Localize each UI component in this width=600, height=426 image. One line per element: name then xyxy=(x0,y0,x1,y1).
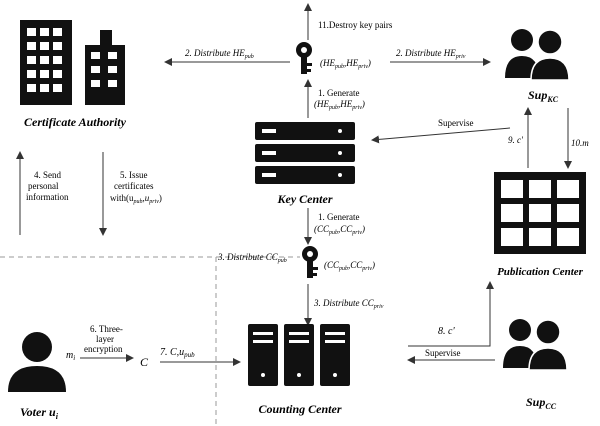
send-c-u-label: 7. C,upub xyxy=(160,347,195,359)
supervise-kc-arrow xyxy=(371,127,511,144)
distribute-cc-pub-label: 3. Distribute CCpub xyxy=(217,252,287,264)
encryption-label-2: layer xyxy=(96,334,114,344)
supervise-kc-label: Supervise xyxy=(438,118,474,128)
encryption-label-1: 6. Three- xyxy=(90,324,123,334)
cc-key-icon xyxy=(302,246,318,278)
sup-kc-people-icon xyxy=(505,29,570,81)
issue-cert-label-2: certificates xyxy=(114,181,154,191)
generate-cc-label-2: (CCpub,CCpriv) xyxy=(314,224,365,236)
encryption-label-3: encryption xyxy=(84,344,123,354)
he-pair-label: (HEpub,HEpriv) xyxy=(320,58,371,70)
send-info-label-3: information xyxy=(26,192,69,202)
c-prime-9-label: 9. c' xyxy=(508,135,524,145)
m-10-label: 10.m xyxy=(571,138,589,148)
distribute-he-pub-label: 2. Distribute HEpub xyxy=(185,48,254,60)
destroy-key-pairs-label: 11.Destroy key pairs xyxy=(318,20,393,30)
he-key-icon xyxy=(296,42,312,74)
supervise-cc-label: Supervise xyxy=(425,348,461,358)
sup-kc-label: SupKC xyxy=(528,88,559,104)
voter-icon xyxy=(8,332,66,392)
generate-cc-label-1: 1. Generate xyxy=(318,212,359,222)
voter-label: Voter ui xyxy=(20,405,59,421)
generate-he-label-2: (HEpub,HEpriv) xyxy=(314,99,365,111)
mi-label: mi xyxy=(66,350,75,362)
cc-pair-label: (CCpub,CCpriv) xyxy=(324,260,375,272)
publication-center-label: Publication Center xyxy=(497,266,584,278)
c-prime-8-label: 8. c' xyxy=(438,326,455,337)
certificate-authority-icon xyxy=(20,20,125,105)
counting-boundary xyxy=(0,256,300,426)
publish-c-prime-8-arrow xyxy=(408,281,494,347)
issue-cert-label-3: with(upub,upriv) xyxy=(110,193,162,205)
publication-center-icon xyxy=(494,172,586,254)
generate-he-label-1: 1. Generate xyxy=(318,88,359,98)
key-center-label: Key Center xyxy=(277,192,333,206)
certificate-authority-label: Certificate Authority xyxy=(24,115,127,129)
send-info-label-2: personal xyxy=(28,181,59,191)
counting-center-label: Counting Center xyxy=(258,402,341,416)
distribute-he-priv-label: 2. Distribute HEpriv xyxy=(396,48,466,60)
sup-cc-people-icon xyxy=(503,319,568,371)
send-info-label-1: 4. Send xyxy=(34,170,62,180)
distribute-cc-priv-label: 3. Distribute CCpriv xyxy=(313,298,384,310)
issue-cert-label-1: 5. Issue xyxy=(120,170,148,180)
c-label: C xyxy=(140,355,149,369)
counting-center-server-icon xyxy=(248,324,350,386)
key-center-server-icon xyxy=(255,122,355,184)
sup-cc-label: SupCC xyxy=(526,395,557,411)
